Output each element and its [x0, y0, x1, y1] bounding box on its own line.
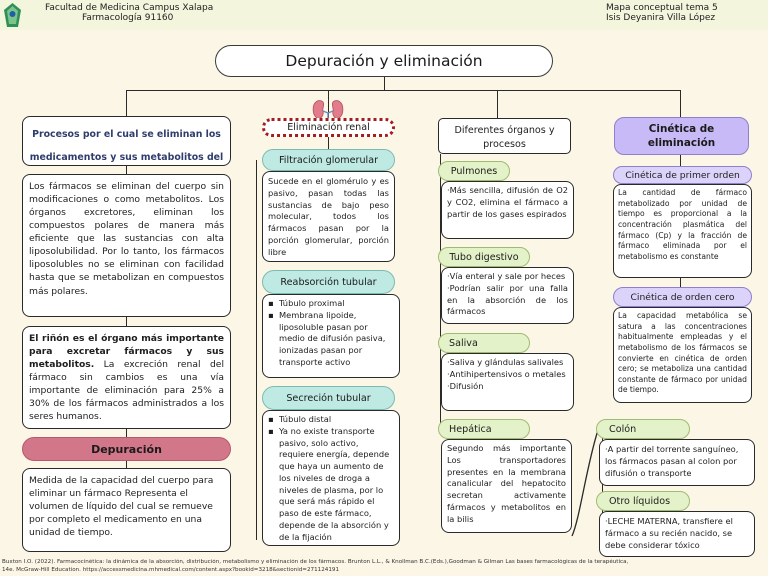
- hepatica-label: Hepática: [438, 419, 530, 439]
- filtracion-glomerular-label: Filtración glomerular: [262, 149, 395, 171]
- tubo-digestivo-label: Tubo digestivo: [438, 247, 530, 267]
- primer-orden-label: Cinética de primer orden: [613, 166, 752, 184]
- elimination-overview-card: Los fármacos se eliminan del cuerpo sin …: [22, 174, 231, 317]
- saliva-label: Saliva: [438, 333, 530, 353]
- cinetica-eliminacion-heading: Cinética de eliminación: [614, 117, 749, 155]
- school-name: Facultad de Medicina Campus Xalapa: [45, 3, 214, 13]
- otros-liquidos-text: ·LECHE MATERNA, transfiere el fármaco a …: [605, 516, 733, 550]
- kidney-importance-text: La excreción renal del fármaco sin cambi…: [29, 359, 224, 423]
- secrecion-tubular-label: Secreción tubular: [262, 386, 395, 410]
- saliva-item: ·Saliva y glándulas salivales: [447, 357, 564, 367]
- elimination-process-heading: Procesos por el cual se eliminan los med…: [22, 116, 231, 185]
- hepatica-label-text: Hepática: [449, 423, 492, 435]
- kidney-importance-bold: El riñón es el órgano más importante par…: [29, 333, 224, 371]
- filtracion-text: Sucede en el glomérulo y es pasivo, pasa…: [268, 176, 389, 257]
- connector: [570, 428, 600, 538]
- tubo-item: ·Podrían salir por una falla en la absor…: [447, 282, 568, 317]
- connector: [126, 317, 128, 326]
- reabsorcion-label-text: Reabsorción tubular: [280, 276, 377, 288]
- secrecion-item: Túbulo distal: [268, 414, 394, 426]
- pulmones-label-text: Pulmones: [450, 165, 498, 177]
- colon-label-text: Colón: [609, 423, 637, 435]
- tubo-digestivo-card: ·Vía enteral y sale por heces ·Podrían s…: [441, 267, 574, 324]
- secrecion-tubular-card: Túbulo distal Ya no existe transporte pa…: [262, 410, 400, 546]
- filtracion-label-text: Filtración glomerular: [278, 154, 379, 166]
- connector: [126, 429, 128, 437]
- orden-cero-label: Cinética de orden cero: [613, 287, 752, 307]
- map-title: Mapa conceptual tema 5: [606, 3, 718, 13]
- connector: [126, 166, 128, 174]
- connector: [328, 137, 330, 149]
- header-band: [0, 0, 768, 30]
- primer-orden-text: La cantidad de fármaco metabolizado por …: [618, 188, 747, 261]
- connector: [328, 90, 330, 118]
- pulmones-label: Pulmones: [438, 161, 510, 181]
- orden-cero-card: La capacidad metabólica se satura a las …: [613, 307, 752, 403]
- reference-url: 14e. McGraw-Hill Education. https://acce…: [2, 567, 340, 573]
- reabsorcion-tubular-label: Reabsorción tubular: [262, 270, 395, 294]
- connector: [680, 155, 682, 166]
- connector: [126, 90, 680, 92]
- title-text: Depuración y eliminación: [285, 52, 483, 70]
- connector: [497, 90, 499, 118]
- kidney-importance-card: El riñón es el órgano más importante par…: [22, 326, 231, 429]
- reabsorcion-item: Membrana lipoide, liposoluble pasan por …: [268, 310, 394, 369]
- pulmones-text: ·Más sencilla, difusión de O2 y CO2, eli…: [447, 185, 568, 219]
- colon-label: Colón: [596, 419, 690, 439]
- filtracion-glomerular-card: Sucede en el glomérulo y es pasivo, pasa…: [262, 171, 395, 262]
- page-title: Depuración y eliminación: [215, 45, 553, 77]
- eliminacion-renal-heading: Eliminación renal: [262, 118, 395, 137]
- hepatica-text: Segundo más importante Los transportador…: [447, 443, 566, 524]
- depuracion-label-text: Depuración: [91, 442, 162, 456]
- tubo-item: ·Vía enteral y sale por heces: [447, 271, 566, 281]
- connector: [384, 77, 386, 90]
- depuracion-label: Depuración: [22, 437, 231, 461]
- diferentes-organos-heading: Diferentes órganos y procesos: [438, 118, 571, 154]
- connector: [680, 90, 682, 117]
- overview-text: Los fármacos se eliminan del cuerpo sin …: [29, 181, 224, 297]
- saliva-label-text: Saliva: [449, 337, 478, 349]
- colon-text: ·A partir del torrente sanguíneo, los fá…: [605, 444, 739, 478]
- reabsorcion-item: Túbulo proximal: [268, 298, 394, 310]
- pulmones-card: ·Más sencilla, difusión de O2 y CO2, eli…: [441, 181, 574, 239]
- orden-cero-label-text: Cinética de orden cero: [630, 291, 735, 303]
- colon-card: ·A partir del torrente sanguíneo, los fá…: [599, 439, 755, 486]
- connector: [126, 461, 128, 468]
- depuracion-text: Medida de la capacidad del cuerpo para e…: [29, 475, 214, 539]
- reference-line: Buxton I.O. (2022). Farmacocinética: la …: [2, 559, 629, 565]
- secrecion-label-text: Secreción tubular: [286, 392, 371, 404]
- otros-liquidos-label: Otro líquidos: [596, 491, 690, 511]
- primer-orden-card: La cantidad de fármaco metabolizado por …: [613, 184, 752, 278]
- connector: [440, 154, 442, 434]
- university-seal-logo: [3, 2, 22, 28]
- orden-cero-text: La capacidad metabólica se satura a las …: [618, 311, 747, 395]
- eliminacion-renal-text: Eliminación renal: [287, 122, 370, 133]
- primer-orden-label-text: Cinética de primer orden: [625, 169, 740, 181]
- otros-liquidos-label-text: Otro líquidos: [609, 495, 671, 507]
- hepatica-card: Segundo más importante Los transportador…: [441, 439, 572, 533]
- connector: [126, 90, 128, 116]
- reabsorcion-tubular-card: Túbulo proximal Membrana lipoide, liposo…: [262, 294, 400, 378]
- depuracion-definition-card: Medida de la capacidad del cuerpo para e…: [22, 468, 231, 552]
- diferentes-organos-text: Diferentes órganos y procesos: [454, 125, 555, 150]
- cinetica-heading-text: Cinética de eliminación: [647, 122, 716, 149]
- saliva-item: ·Difusión: [447, 380, 484, 391]
- connector: [256, 160, 258, 540]
- kidney-icon: [312, 99, 344, 121]
- saliva-card: ·Saliva y glándulas salivales ·Antihiper…: [441, 353, 574, 411]
- tubo-digestivo-label-text: Tubo digestivo: [449, 251, 519, 263]
- author-name: Isis Deyanira Villa López: [606, 13, 716, 23]
- otros-liquidos-card: ·LECHE MATERNA, transfiere el fármaco a …: [599, 511, 755, 557]
- course-name: Farmacología 91160: [82, 13, 174, 23]
- secrecion-item: Ya no existe transporte pasivo, solo act…: [268, 426, 394, 544]
- saliva-item: ·Antihipertensivos o metales: [447, 368, 566, 379]
